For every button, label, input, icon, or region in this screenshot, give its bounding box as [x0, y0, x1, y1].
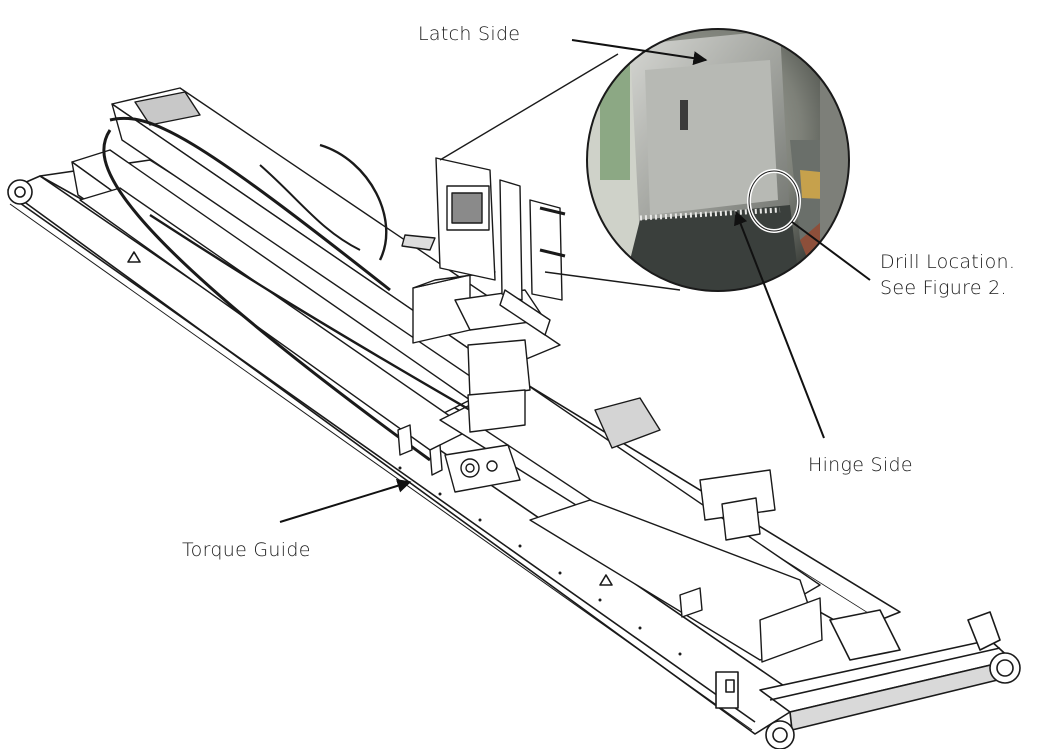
zoom-lines — [439, 53, 681, 291]
torque-guide-label: Torque Guide — [182, 539, 311, 561]
callout-arrows — [279, 39, 871, 523]
drill-location-leader — [791, 221, 871, 281]
hinge-side-arrow — [734, 210, 825, 439]
drill-location-label-line2: See Figure 2. — [880, 277, 1007, 299]
torque-guide-arrow — [279, 479, 412, 523]
latch-side-label: Latch Side — [418, 23, 521, 45]
hinge-side-label: Hinge Side — [808, 454, 913, 476]
drill-location-label-line1: Drill Location. — [880, 251, 1016, 273]
inset-photo — [586, 28, 850, 292]
drill-location-label: Drill Location. See Figure 2. — [880, 249, 1015, 301]
inner-boom-sections — [71, 87, 823, 663]
latch-side-arrow — [571, 39, 708, 66]
